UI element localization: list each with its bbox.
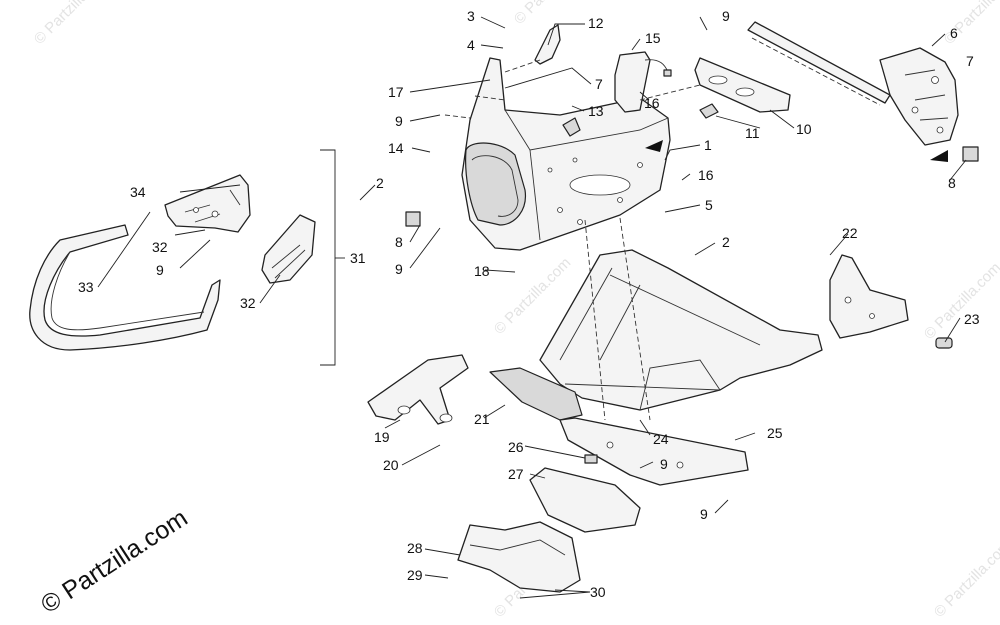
callout-7: 7: [966, 53, 974, 69]
callout-19: 19: [374, 429, 390, 445]
callout-9: 9: [156, 262, 164, 278]
deflector-part-12: [534, 24, 561, 65]
bracket-strip: [747, 21, 891, 104]
callout-11: 11: [745, 125, 760, 141]
front-frame-part-1: [461, 57, 671, 251]
callout-9: 9: [700, 506, 708, 522]
callout-22: 22: [842, 225, 858, 241]
assembly-lines: [444, 37, 881, 421]
shield-part-28: [457, 521, 581, 593]
pad-part-8: [962, 146, 979, 162]
bracket-part-32-lower: [261, 214, 316, 284]
skid-plate-part-25: [559, 417, 749, 486]
callout-7: 7: [595, 76, 603, 92]
callout-12: 12: [588, 15, 604, 31]
callout-4: 4: [467, 37, 475, 53]
clip-part-13: [562, 117, 581, 137]
pad-part-8: [405, 211, 421, 227]
bracket-part-11: [699, 103, 719, 119]
callout-21: 21: [474, 411, 490, 427]
callout-9: 9: [722, 8, 730, 24]
plate-part-10: [694, 57, 791, 113]
callout-8: 8: [395, 234, 403, 250]
bumper-part-33: [29, 224, 221, 351]
callout-9: 9: [660, 456, 668, 472]
callout-31: 31: [350, 250, 366, 266]
callout-16: 16: [644, 95, 660, 111]
callout-32: 32: [152, 239, 168, 255]
bolt-part-23: [935, 337, 953, 349]
bracket-part-32-upper: [164, 174, 251, 233]
callout-2: 2: [722, 234, 730, 250]
main-frame-part-21: [489, 249, 823, 421]
callout-5: 5: [705, 197, 713, 213]
callout-23: 23: [964, 311, 980, 327]
arm-part-19: [367, 354, 469, 425]
callout-32: 32: [240, 295, 256, 311]
callout-8: 8: [948, 175, 956, 191]
callout-14: 14: [388, 140, 404, 156]
callout-2: 2: [376, 175, 384, 191]
callout-20: 20: [383, 457, 399, 473]
callout-30: 30: [590, 584, 606, 600]
partzilla-watermark-text: © Partzilla.com: [36, 504, 193, 619]
callout-28: 28: [407, 540, 423, 556]
pad-part-26: [584, 454, 598, 464]
watermark: © Partzilla.com: [931, 537, 1000, 620]
leader-lines: [97, 16, 967, 599]
callout-6: 6: [950, 25, 958, 41]
callout-34: 34: [130, 184, 146, 200]
callout-24: 24: [653, 431, 669, 447]
module-part-15: [614, 51, 672, 113]
callout-13: 13: [588, 103, 604, 119]
callout-33: 33: [78, 279, 94, 295]
callout-9: 9: [395, 113, 403, 129]
callout-26: 26: [508, 439, 524, 455]
mount-part-22: [829, 254, 909, 339]
callout-1: 1: [704, 137, 712, 153]
watermark: © Partzilla.com: [31, 0, 114, 48]
callout-9: 9: [395, 261, 403, 277]
callout-16: 16: [698, 167, 714, 183]
plate-part-27: [529, 467, 641, 533]
watermark: © Partzilla.com: [921, 259, 1000, 342]
direction-arrow: [930, 150, 948, 162]
callout-29: 29: [407, 567, 423, 583]
callout-15: 15: [645, 30, 661, 46]
callout-25: 25: [767, 425, 783, 441]
side-bracket-part-6: [879, 47, 959, 146]
callout-numbers: 3 4 12 15 9 6 7 17 7 9 13 16 14 1 10 11 …: [78, 8, 980, 600]
callout-10: 10: [796, 121, 812, 137]
callout-18: 18: [474, 263, 490, 279]
direction-arrow: [645, 140, 663, 152]
callout-27: 27: [508, 466, 524, 482]
callout-3: 3: [467, 8, 475, 24]
callout-17: 17: [388, 84, 404, 100]
group-bracket-31: [320, 149, 345, 366]
